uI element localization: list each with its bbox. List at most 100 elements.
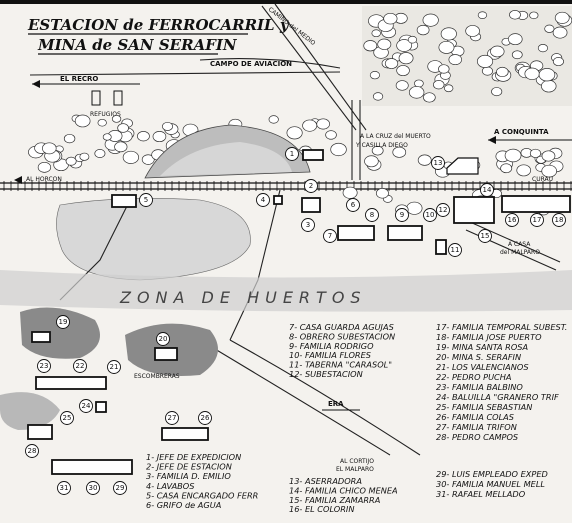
- label-escombreras: ESCOMBRERAS: [134, 373, 180, 380]
- marker-number-18: 18: [555, 216, 564, 224]
- marker-number-23: 23: [40, 362, 49, 370]
- tree-clump: [552, 57, 564, 67]
- marker-number-9: 9: [400, 211, 404, 219]
- label-conquintay: A CONQUINTA: [494, 128, 549, 136]
- marker-circle-30: [86, 481, 100, 495]
- tree-clump: [552, 26, 568, 39]
- marker-circle-23: [37, 359, 51, 373]
- railway-track: AL HORCON CURAU: [0, 176, 572, 191]
- legend-entry: 8- OBRERO SUBESTACION: [289, 331, 395, 341]
- marker-number-12: 12: [439, 206, 448, 214]
- tree-clump: [152, 131, 167, 143]
- marker-number-20: 20: [159, 335, 168, 343]
- legend-entry: 24- BALUILLA "GRANERO TRIF: [436, 392, 559, 402]
- tree-clump: [432, 80, 445, 90]
- tree-clump: [541, 150, 556, 162]
- tree-clump: [481, 66, 494, 76]
- zona-de-huertos: ZONA DE HUERTOS: [0, 270, 572, 312]
- tree-clump: [537, 43, 548, 53]
- label-curaumilla: CURAU: [532, 176, 553, 183]
- tree-clump: [37, 161, 52, 173]
- marker-number-30: 30: [89, 484, 98, 492]
- tree-clump: [117, 123, 129, 133]
- legend-entry: 19- MINA SANTA ROSA: [436, 342, 528, 352]
- tree-clump: [541, 79, 557, 93]
- marker-circle-9: [395, 208, 409, 222]
- tree-clump: [496, 66, 509, 78]
- marker-number-27: 27: [168, 414, 177, 422]
- marker-number-14: 14: [483, 186, 492, 194]
- legend-entry: 5- CASA ENCARGADO FERR: [146, 490, 258, 500]
- tree-clump: [302, 119, 318, 132]
- marker-circle-19: [56, 315, 70, 329]
- marker-circle-12: [436, 203, 450, 217]
- legend-entry: 15- FAMILIA ZAMARRA: [289, 495, 381, 505]
- tree-clump: [97, 118, 107, 127]
- legend-column-3: 17- FAMILIA TEMPORAL SUBEST.18- FAMILIA …: [436, 322, 567, 442]
- legend-entry: 6- GRIFO de AGUA: [146, 500, 222, 510]
- legend-entry: 11- TABERNA "CARASOL": [289, 360, 392, 370]
- marker-number-17: 17: [533, 216, 542, 224]
- tree-clump: [342, 186, 358, 199]
- marker-circle-5: [139, 193, 153, 207]
- tree-clump: [395, 80, 409, 91]
- tree-clump: [398, 52, 414, 65]
- tree-clump: [162, 121, 174, 131]
- tree-clump: [383, 12, 398, 25]
- marker-number-11: 11: [451, 246, 460, 254]
- marker-number-10: 10: [426, 211, 435, 219]
- legend-entry: 31- RAFAEL MELLADO: [436, 489, 526, 499]
- el-recreo-direction: EL RECRO: [32, 75, 140, 88]
- marker-circle-21: [107, 360, 121, 374]
- reservoir: [56, 198, 251, 281]
- tree-clump: [440, 27, 457, 41]
- tree-clump: [524, 67, 540, 80]
- marker-circle-27: [165, 411, 179, 425]
- legend-entry: 27- FAMILIA TRIFON: [436, 422, 517, 432]
- tree-clump: [371, 29, 381, 38]
- tree-clump: [414, 79, 424, 88]
- label-el-recreo: EL RECRO: [60, 75, 98, 83]
- legend-entry: 26- FAMILIA COLAS: [436, 412, 514, 422]
- marker-number-31: 31: [60, 484, 69, 492]
- marker-number-8: 8: [370, 211, 374, 219]
- tree-clump: [377, 38, 392, 50]
- marker-number-5: 5: [144, 196, 148, 204]
- legend-entry: 3- FAMILIA D. EMILIO: [146, 471, 231, 481]
- tree-clump: [504, 148, 522, 163]
- label-campo-aviacion: CAMPO DE AVIACION: [210, 60, 292, 68]
- tree-clump: [417, 154, 432, 166]
- marker-number-6: 6: [351, 201, 356, 209]
- tree-clump: [448, 54, 462, 66]
- building-4: [273, 195, 283, 205]
- marker-circle-20: [156, 332, 170, 346]
- marker-number-3: 3: [306, 221, 310, 229]
- label-cortijo-2: EL MALPARO: [336, 466, 374, 473]
- tree-clump: [408, 86, 425, 99]
- label-cruz-line-2: Y CASILLA DIEGO: [355, 142, 408, 149]
- mine-area-west: [0, 392, 60, 430]
- tree-clump: [544, 24, 555, 33]
- marker-circle-26: [198, 411, 212, 425]
- building-19: [31, 331, 51, 343]
- tree-clump: [363, 40, 378, 52]
- legend-entry: 17- FAMILIA TEMPORAL SUBEST.: [436, 322, 567, 332]
- tree-clump: [122, 150, 139, 164]
- marker-circle-8: [365, 208, 379, 222]
- legend-entry: 18- FAMILIA JOSE PUERTO: [436, 332, 542, 342]
- legend-entry: 1- JEFE DE EXPEDICION: [146, 452, 241, 462]
- label-era: ERA: [328, 400, 344, 408]
- legend-entry: 16- EL COLORIN: [289, 504, 354, 514]
- tree-clump: [529, 11, 539, 20]
- marker-circle-28: [25, 444, 39, 458]
- legend-entry: 9- FAMILIA RODRIGO: [289, 341, 374, 351]
- tree-clump: [364, 155, 379, 168]
- tree-clump: [541, 164, 557, 178]
- tree-clump: [490, 45, 505, 58]
- building-9-10: [387, 225, 423, 241]
- tree-clump: [375, 188, 389, 199]
- map-title: ESTACION de FERROCARRIL y MINA de SAN SE…: [27, 16, 290, 55]
